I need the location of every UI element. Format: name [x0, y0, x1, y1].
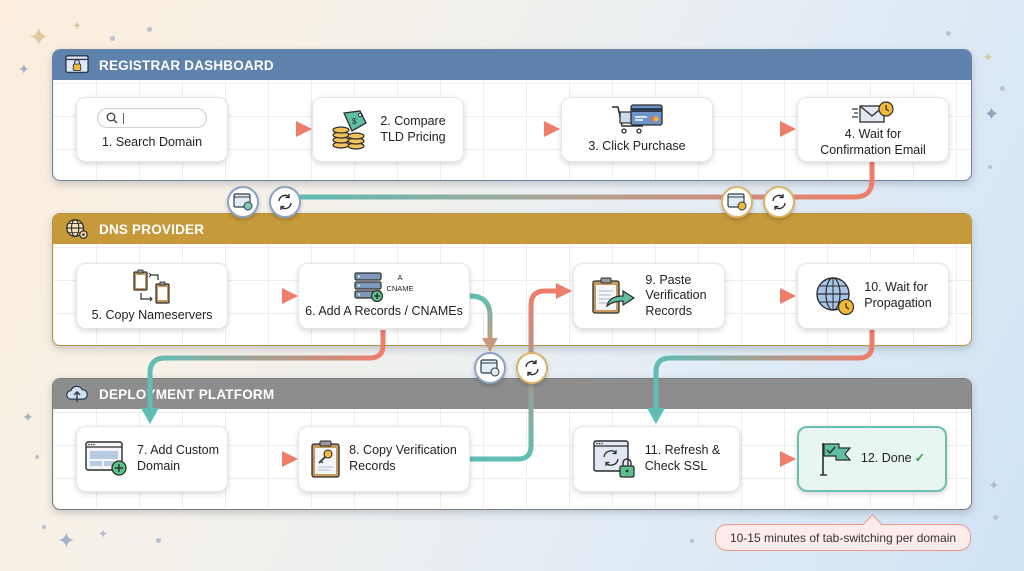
step-label: 7. Add Custom Domain — [137, 443, 219, 473]
dot-decoration — [35, 455, 39, 459]
step-label: 2. Compare TLD Pricing — [380, 113, 446, 144]
cart-credit-card-icon — [612, 104, 663, 134]
tab-switch-badge — [721, 186, 753, 218]
search-input[interactable] — [97, 108, 207, 129]
tab-switch-badge — [474, 352, 506, 384]
coins-price-tag-icon: $ — [332, 109, 368, 150]
step-label: 6. Add A Records / CNAMEs — [305, 304, 463, 319]
step-4-wait-confirmation-email[interactable]: 4. Wait for Confirmation Email — [797, 97, 949, 162]
tab-switch-badge — [227, 186, 259, 218]
step-11-refresh-check-ssl[interactable]: 11. Refresh & Check SSL — [573, 426, 740, 492]
step-9-paste-verification-records[interactable]: 9. Paste Verification Records — [573, 263, 725, 329]
step-8-copy-verification-records[interactable]: 8. Copy Verification Records — [298, 426, 470, 492]
sparkle-decoration: ✦ — [98, 527, 109, 541]
server-add-icon — [354, 272, 384, 303]
record-type-cname: CNAME — [386, 284, 414, 294]
search-icon — [106, 112, 118, 124]
step-label-text: 12. Done — [860, 451, 912, 466]
step-label: 8. Copy Verification Records — [349, 443, 457, 473]
sparkle-decoration: ✦ — [988, 477, 1000, 493]
cloud-upload-icon — [65, 383, 89, 405]
svg-text:$: $ — [352, 117, 357, 126]
dot-decoration — [42, 525, 46, 529]
browser-clock-icon — [727, 193, 747, 211]
step-label: 3. Click Purchase — [588, 139, 686, 154]
browser-add-icon — [85, 441, 127, 476]
browser-refresh-lock-icon — [593, 440, 635, 478]
globe-clock-icon — [816, 277, 855, 316]
lane-title: DNS PROVIDER — [99, 221, 205, 237]
refresh-icon — [525, 360, 539, 376]
clipboard-key-icon — [311, 440, 340, 478]
sparkle-decoration: ✦ — [982, 49, 994, 65]
step-12-done[interactable]: 12. Done✓ — [797, 426, 947, 492]
text-caret — [123, 112, 124, 124]
time-cost-callout: 10-15 minutes of tab-switching per domai… — [715, 524, 971, 551]
step-5-copy-nameservers[interactable]: 5. Copy Nameservers — [76, 263, 228, 329]
sparkle-decoration: ✦ — [28, 22, 50, 52]
step-label: 1. Search Domain — [101, 135, 203, 150]
refresh-icon — [278, 194, 292, 210]
step-1-search-domain[interactable]: 1. Search Domain — [76, 97, 228, 162]
step-2-compare-tld-pricing[interactable]: $ 2. Compare TLD Pricing — [312, 97, 464, 162]
lane-title: REGISTRAR DASHBOARD — [99, 57, 274, 73]
icon-group: A CNAME — [354, 272, 414, 303]
sparkle-decoration: ✦ — [984, 104, 1000, 124]
sparkle-decoration: ✦ — [22, 409, 34, 425]
refresh-badge — [763, 186, 795, 218]
dot-decoration — [156, 538, 161, 543]
sparkle-decoration: ✦ — [57, 528, 76, 553]
dot-decoration — [110, 36, 115, 41]
step-label: 11. Refresh & Check SSL — [644, 443, 721, 473]
step-label: 5. Copy Nameservers — [91, 307, 213, 322]
step-7-add-custom-domain[interactable]: 7. Add Custom Domain — [76, 426, 228, 492]
dot-decoration — [690, 539, 694, 543]
checkmark-icon: ✓ — [914, 451, 926, 466]
record-types: A CNAME — [386, 272, 413, 294]
refresh-badge — [516, 352, 548, 384]
sparkle-decoration: ✦ — [18, 61, 30, 77]
dot-decoration — [993, 515, 998, 520]
record-type-a: A — [397, 273, 403, 283]
dot-decoration — [1000, 86, 1005, 91]
refresh-badge — [269, 186, 301, 218]
step-label: 12. Done✓ — [861, 451, 925, 467]
email-clock-icon — [852, 101, 894, 123]
dot-decoration — [147, 27, 152, 32]
step-3-click-purchase[interactable]: 3. Click Purchase — [561, 97, 713, 162]
step-label: 9. Paste Verification Records — [645, 272, 707, 318]
dot-decoration — [946, 31, 951, 36]
sparkle-decoration: ✦ — [72, 19, 83, 33]
clipboard-paste-icon — [592, 277, 636, 314]
step-label: 10. Wait for Propagation — [864, 280, 932, 310]
browser-switch-icon — [480, 359, 500, 377]
browser-switch-icon — [233, 193, 253, 211]
lane-header: DEPLOYMENT PLATFORM — [53, 379, 971, 409]
dot-decoration — [988, 165, 992, 169]
step-label: 4. Wait for Confirmation Email — [820, 126, 926, 157]
clipboard-swap-icon — [133, 269, 170, 304]
refresh-icon — [772, 194, 786, 210]
flag-check-icon — [819, 443, 852, 476]
lane-header: DNS PROVIDER — [53, 214, 971, 244]
browser-lock-icon — [65, 54, 89, 76]
globe-gear-icon — [65, 218, 89, 240]
lane-title: DEPLOYMENT PLATFORM — [99, 386, 275, 402]
step-6-add-a-records-cnames[interactable]: A CNAME 6. Add A Records / CNAMEs — [298, 263, 470, 329]
step-10-wait-for-propagation[interactable]: 10. Wait for Propagation — [797, 263, 949, 329]
lane-header: REGISTRAR DASHBOARD — [53, 50, 971, 80]
